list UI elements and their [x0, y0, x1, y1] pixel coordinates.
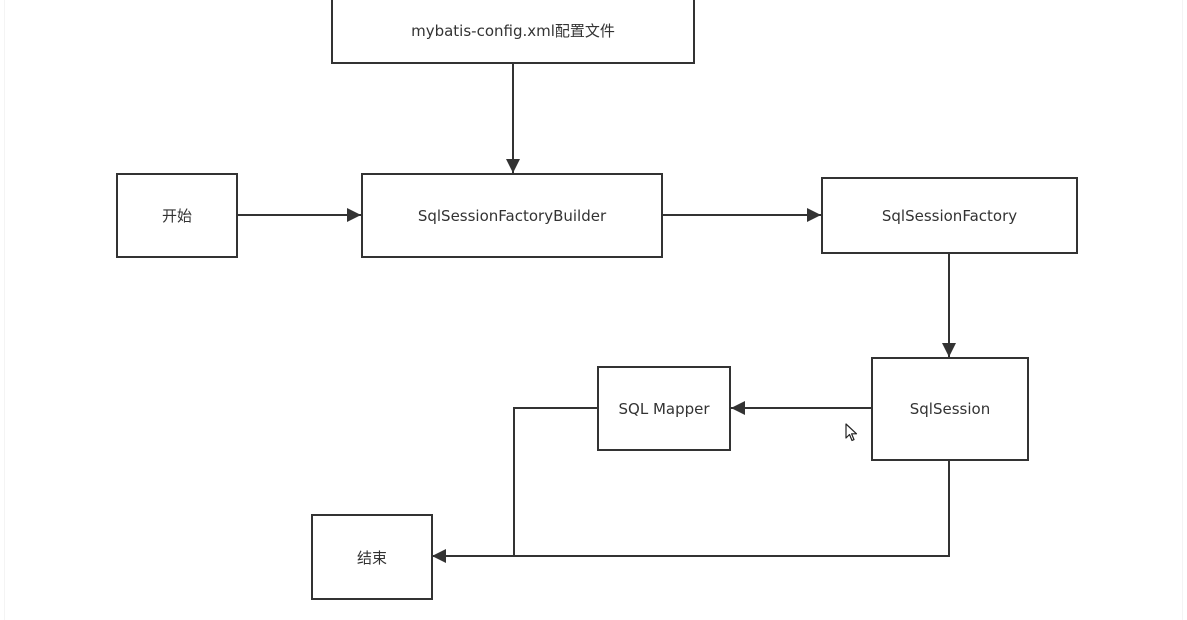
node-session: SqlSession [871, 357, 1029, 461]
mouse-cursor-icon [845, 423, 858, 442]
node-config-label: mybatis-config.xml配置文件 [411, 21, 615, 40]
node-mapper: SQL Mapper [597, 366, 731, 451]
node-builder: SqlSessionFactoryBuilder [361, 173, 663, 258]
node-factory: SqlSessionFactory [821, 177, 1078, 254]
node-mapper-label: SQL Mapper [618, 399, 710, 418]
node-session-label: SqlSession [909, 400, 991, 418]
node-end: 结束 [311, 514, 433, 600]
node-factory-label: SqlSessionFactory [881, 206, 1018, 225]
node-end-label: 结束 [356, 548, 387, 567]
right-edge-line [1182, 0, 1183, 620]
arrow-session-to-end [432, 460, 950, 563]
arrow-mapper-to-end [513, 407, 598, 556]
node-start-label: 开始 [161, 207, 192, 225]
node-builder-label: SqlSessionFactoryBuilder [417, 206, 607, 225]
left-edge-line [4, 0, 5, 620]
node-start: 开始 [116, 173, 238, 258]
node-config: mybatis-config.xml配置文件 [331, 0, 695, 64]
